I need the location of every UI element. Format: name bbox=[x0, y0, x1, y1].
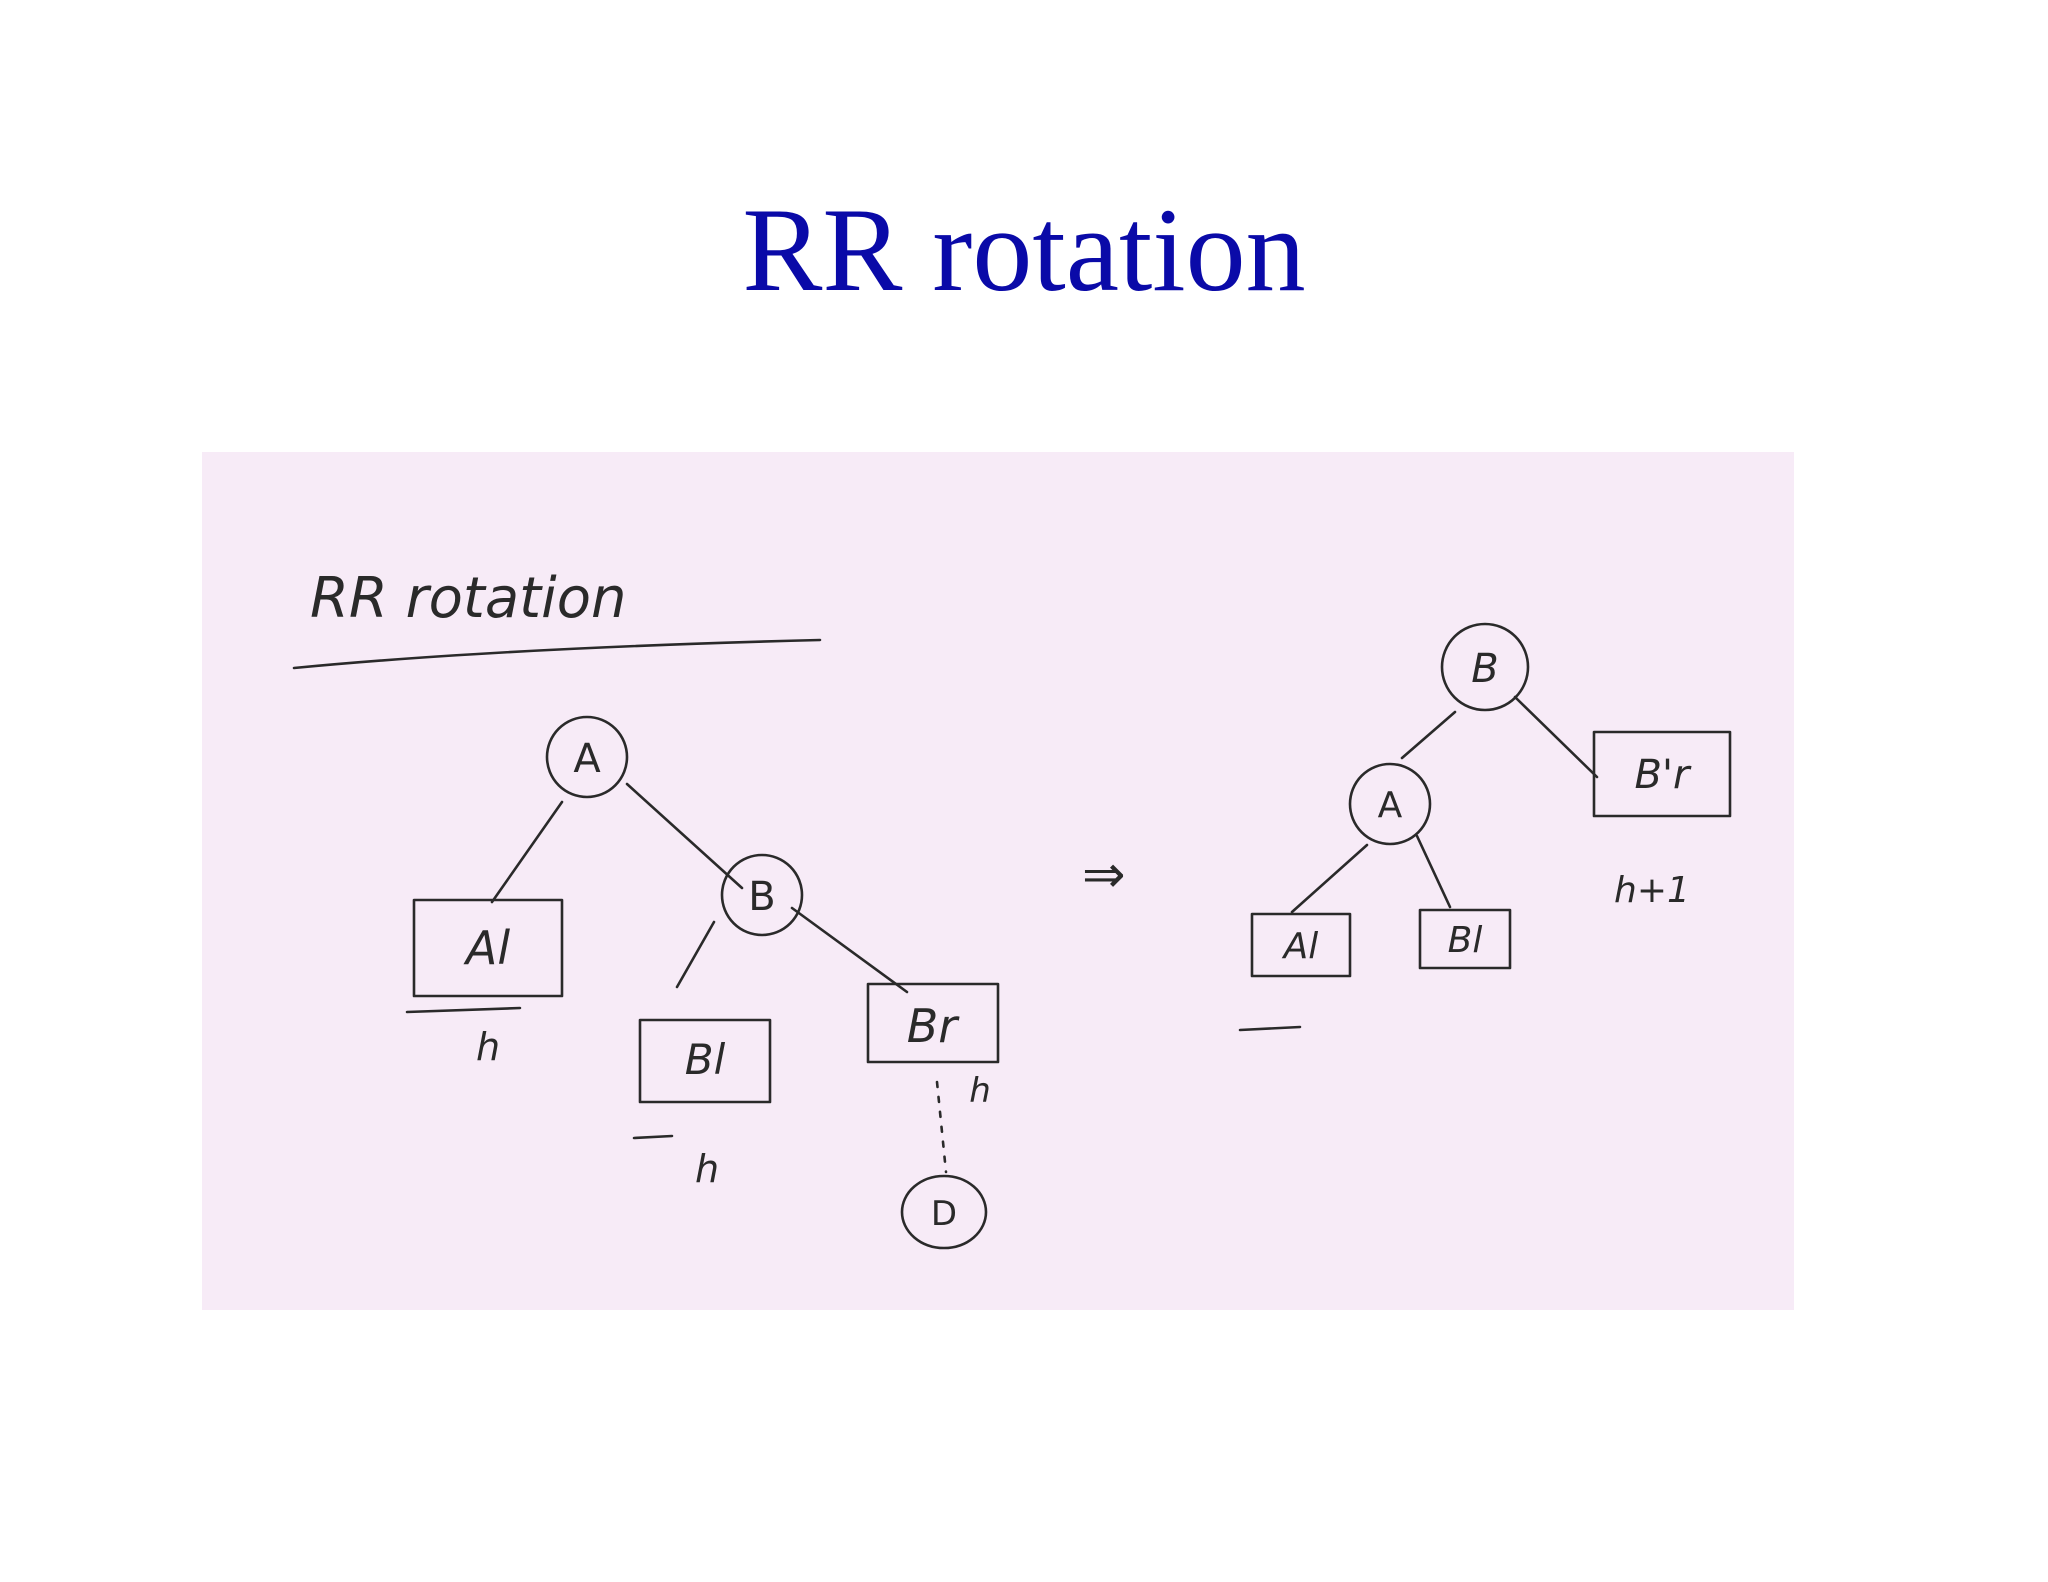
before-height-br: h bbox=[969, 1071, 991, 1111]
before-node-a: A bbox=[545, 715, 629, 799]
before-height-bl: h bbox=[695, 1147, 719, 1191]
before-subtree-br: Br h bbox=[866, 982, 1000, 1111]
after-subtree-al: Al bbox=[1238, 912, 1352, 1032]
transform-arrow: ⇒ bbox=[1082, 845, 1126, 905]
before-subtree-al: Al h bbox=[405, 898, 564, 1069]
before-node-b: B bbox=[720, 853, 804, 937]
before-node-b-label: B bbox=[748, 874, 775, 920]
edge-a-al-after bbox=[1290, 843, 1369, 914]
edge-br-d-dotted bbox=[935, 1080, 948, 1174]
sketch-photo: RR rotation A B D Al h bbox=[202, 452, 1794, 1310]
before-node-d: D bbox=[900, 1174, 988, 1250]
after-subtree-al-label: Al bbox=[1282, 926, 1319, 967]
before-height-al: h bbox=[476, 1025, 500, 1069]
edge-a-bl-after bbox=[1415, 834, 1452, 909]
edge-b-br-after bbox=[1513, 695, 1599, 779]
after-node-a-label: A bbox=[1378, 785, 1403, 826]
after-subtree-bl: Bl bbox=[1418, 908, 1512, 970]
sketch-heading: RR rotation bbox=[310, 566, 626, 631]
heading-underline bbox=[292, 638, 822, 670]
before-node-d-label: D bbox=[931, 1194, 957, 1234]
before-subtree-al-label: Al bbox=[463, 921, 510, 975]
after-subtree-bl-label: Bl bbox=[1448, 920, 1483, 961]
after-node-a: A bbox=[1348, 762, 1432, 846]
edge-b-bl bbox=[675, 920, 716, 989]
edge-a-b bbox=[625, 782, 744, 890]
rr-rotation-sketch: RR rotation A B D Al h bbox=[292, 566, 1732, 1250]
after-node-b-label: B bbox=[1471, 646, 1498, 692]
edge-a-al bbox=[490, 800, 564, 904]
before-subtree-bl: Bl h bbox=[632, 1018, 772, 1191]
after-subtree-br: B'r h+1 bbox=[1592, 730, 1732, 911]
before-subtree-bl-label: Bl bbox=[685, 1035, 726, 1084]
before-subtree-br-label: Br bbox=[907, 999, 961, 1053]
after-node-b: B bbox=[1440, 622, 1530, 712]
edge-b-br bbox=[790, 906, 909, 994]
after-height-br: h+1 bbox=[1614, 870, 1690, 911]
slide-title: RR rotation bbox=[742, 183, 1306, 316]
edge-b-a-after bbox=[1400, 710, 1457, 760]
after-subtree-br-label: B'r bbox=[1635, 752, 1692, 798]
before-node-a-label: A bbox=[573, 736, 601, 782]
